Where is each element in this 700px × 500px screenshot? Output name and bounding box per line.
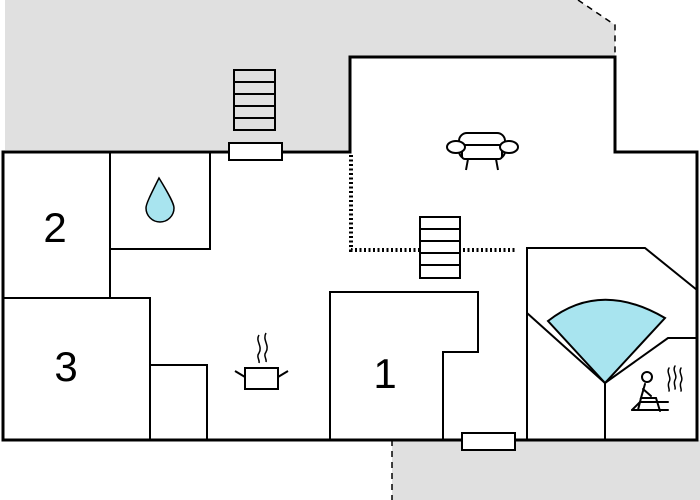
exterior-wall (1, 55, 699, 442)
interior-walls (3, 152, 698, 440)
entrance-door-bottom[interactable] (461, 432, 516, 451)
room-label-3: 3 (54, 343, 77, 390)
upper-floor-opening-outline (349, 155, 517, 252)
staircase-icon (233, 69, 276, 131)
room-label-2: 2 (43, 204, 66, 251)
entrance-door-top[interactable] (228, 142, 283, 161)
whirlpool-spa-icon (546, 298, 667, 385)
terrace-top-dashed-edge (577, 0, 616, 57)
interior-staircase-icon (419, 216, 461, 279)
sauna-icon (631, 365, 683, 412)
bathroom-water-drop-icon (145, 176, 175, 223)
terrace-top (5, 0, 615, 150)
living-room-sofa-icon (446, 132, 519, 171)
room-label-1: 1 (373, 350, 396, 397)
terrace-bottom (392, 440, 700, 500)
kitchen-cooking-pot-icon (234, 332, 289, 390)
